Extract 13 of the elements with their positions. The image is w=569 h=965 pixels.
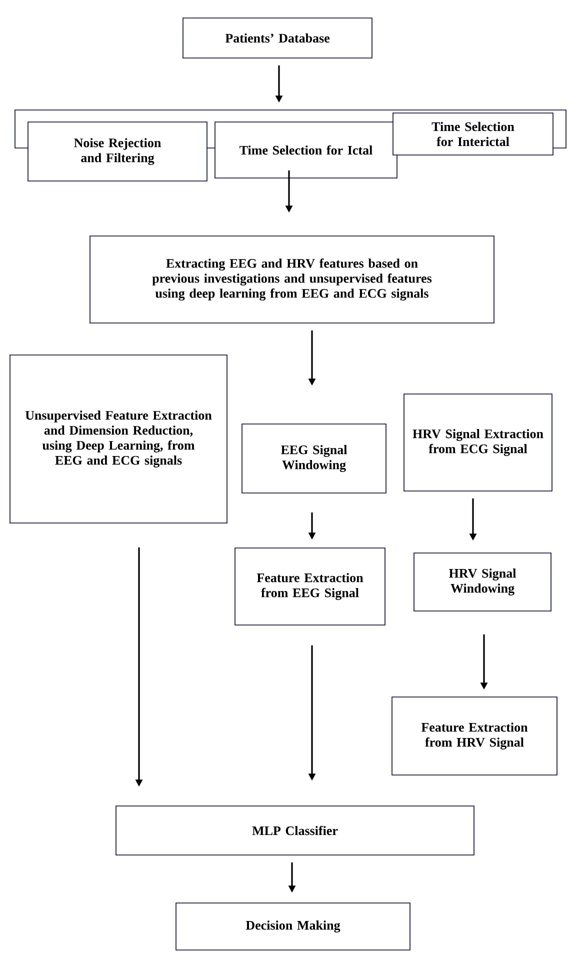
process-box: Extracting EEG and HRV features based on previous investigations and unsupervised features using deep learning from EEG and ECG signals — [90, 236, 494, 324]
process-box: Feature Extraction from HRV Signal — [392, 696, 558, 776]
process-box: Time Selection for Interictal — [392, 112, 554, 156]
process-box: Time Selection for Ictal — [214, 122, 398, 178]
process-box: HRV Signal Windowing — [414, 552, 552, 612]
process-box: Decision Making — [176, 902, 410, 950]
process-box: MLP Classifier — [116, 806, 474, 856]
process-box: Unsupervised Feature Extraction and Dimension Reduction, using Deep Learning, from EEG and ECG signals — [10, 354, 228, 524]
process-box: Feature Extraction from EEG Signal — [234, 548, 386, 626]
process-box: Noise Rejection and Filtering — [28, 122, 208, 182]
process-box: HRV Signal Extraction from ECG Signal — [404, 394, 552, 492]
process-box: EEG Signal Windowing — [242, 424, 386, 494]
process-box: Patients’ Database — [182, 18, 372, 58]
